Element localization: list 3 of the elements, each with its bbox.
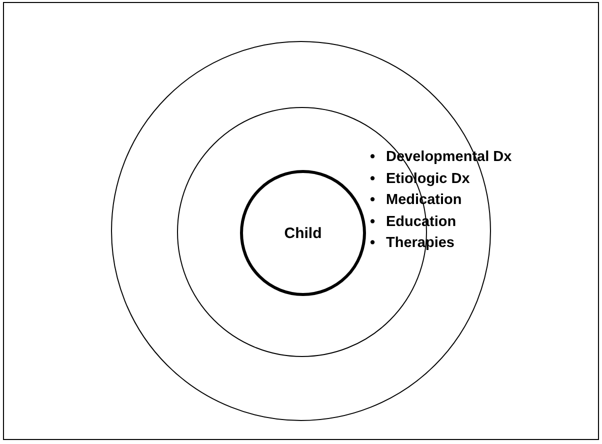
circle-node xyxy=(240,170,366,296)
circle-ring xyxy=(111,41,491,421)
node-label: Child xyxy=(284,224,322,242)
